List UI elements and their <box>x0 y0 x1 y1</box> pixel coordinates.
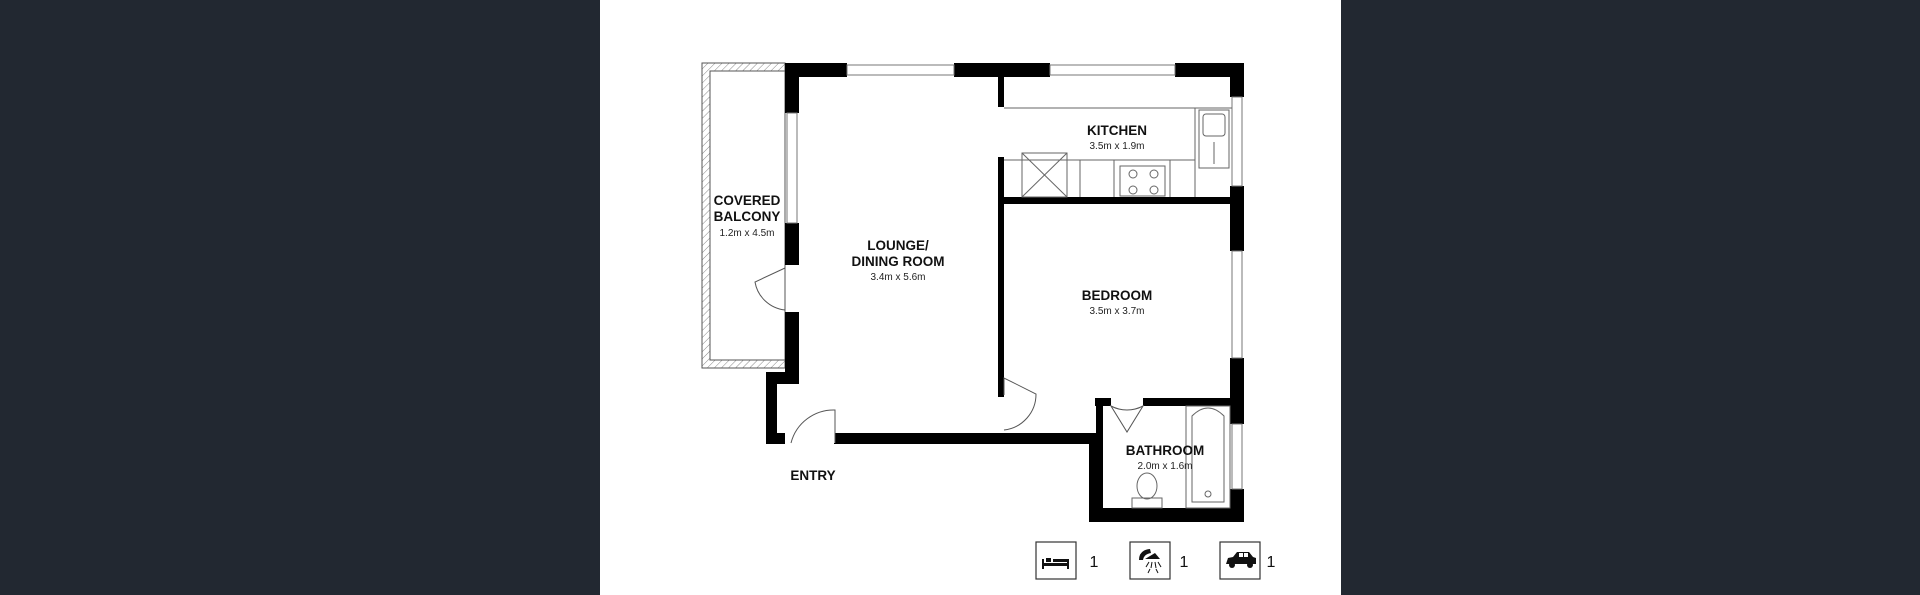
bedroom-door <box>1003 377 1037 431</box>
cooktop-icon <box>1119 165 1166 197</box>
bedrooms-feature: 1 <box>1035 541 1099 580</box>
balcony-door <box>754 267 786 311</box>
bathrooms-count: 1 <box>1180 554 1189 571</box>
bathtub-icon <box>1185 405 1231 509</box>
lounge-name-line2: DINING ROOM <box>852 254 945 269</box>
bed-icon <box>1042 558 1069 569</box>
bathrooms-feature: 1 <box>1129 541 1189 580</box>
parking-feature: 1 <box>1219 541 1276 580</box>
bathroom-dimensions: 2.0m x 1.6m <box>1137 461 1192 472</box>
bathroom-name: BATHROOM <box>1126 443 1205 458</box>
bedroom-name: BEDROOM <box>1082 288 1153 303</box>
interior-walls <box>998 77 1230 444</box>
lounge-dimensions: 3.4m x 5.6m <box>870 272 925 283</box>
balcony-dimensions: 1.2m x 4.5m <box>719 228 774 239</box>
doors <box>754 267 1145 444</box>
room-label-bathroom: BATHROOM 2.0m x 1.6m <box>1126 443 1205 472</box>
bathroom-door <box>1109 404 1145 433</box>
entry-label: ENTRY <box>790 468 835 483</box>
entry-door <box>790 409 836 444</box>
room-label-balcony: COVERED BALCONY 1.2m x 4.5m <box>714 193 781 239</box>
shower-icon <box>1139 549 1162 574</box>
room-label-bedroom: BEDROOM 3.5m x 3.7m <box>1082 288 1153 317</box>
car-icon <box>1226 552 1256 568</box>
room-label-kitchen: KITCHEN 3.5m x 1.9m <box>1087 123 1147 152</box>
bedroom-dimensions: 3.5m x 3.7m <box>1089 306 1144 317</box>
sink-icon <box>1198 109 1230 169</box>
features-bar: 1 1 <box>1035 541 1276 580</box>
kitchen-fixtures <box>1004 107 1232 198</box>
toilet-icon <box>1131 472 1163 509</box>
balcony-outline <box>701 62 786 369</box>
bedrooms-count: 1 <box>1090 554 1099 571</box>
exterior-walls <box>766 63 1244 522</box>
lounge-name-line1: LOUNGE/ <box>867 238 929 253</box>
balcony-name-line1: COVERED <box>714 193 781 208</box>
parking-count: 1 <box>1267 554 1276 571</box>
windows <box>786 64 1243 490</box>
room-label-lounge: LOUNGE/ DINING ROOM 3.4m x 5.6m <box>852 238 945 283</box>
kitchen-dimensions: 3.5m x 1.9m <box>1089 141 1144 152</box>
bathroom-fixtures <box>1131 405 1231 509</box>
fridge-icon <box>1021 152 1068 198</box>
balcony-name-line2: BALCONY <box>714 209 781 224</box>
kitchen-name: KITCHEN <box>1087 123 1147 138</box>
